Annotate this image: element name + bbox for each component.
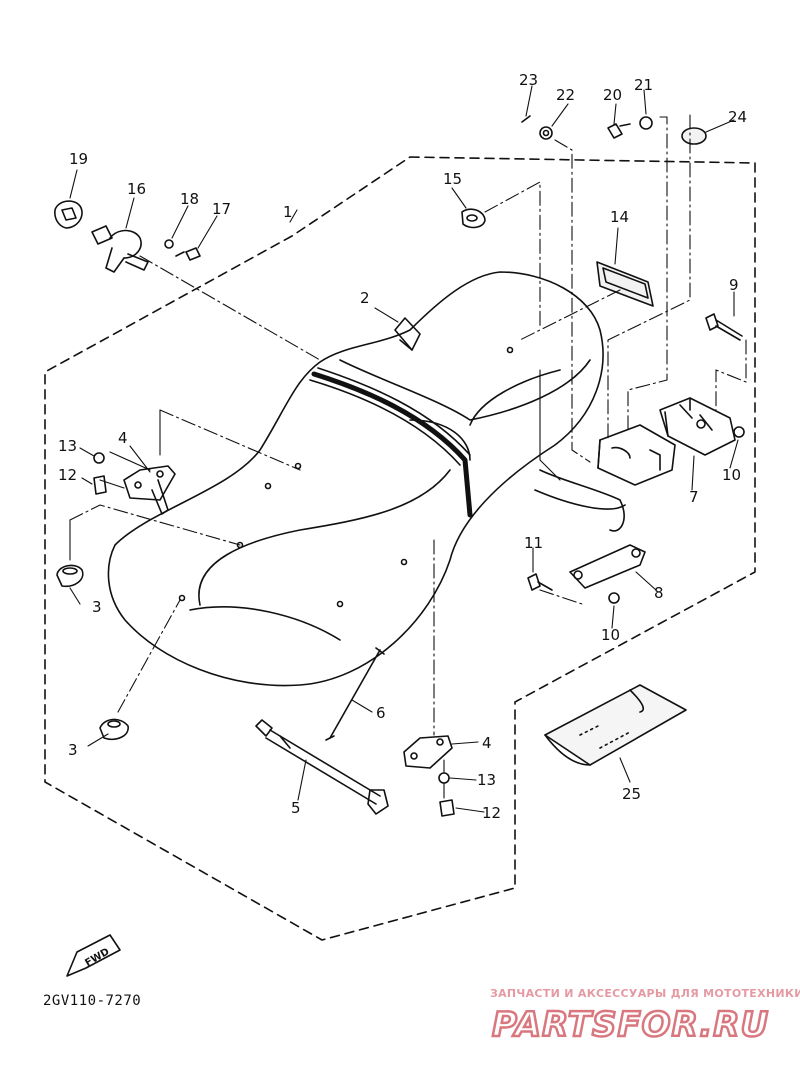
callout-7: 7 [689,488,699,506]
part-12-bolt-lower [439,799,455,817]
callout-5: 5 [291,799,301,817]
callout-22: 22 [556,86,575,104]
callout-24: 24 [728,108,747,126]
part-20-bolt [607,123,631,139]
callout-23: 23 [519,71,538,89]
watermark-logo: PARTSFOR.RU [492,1005,769,1045]
callout-3a: 3 [92,598,102,616]
callout-18: 18 [180,190,199,208]
callout-2: 2 [360,289,370,307]
part-2-clip [394,317,421,351]
part-15-grommet [461,208,486,229]
callout-20: 20 [603,86,622,104]
callout-9: 9 [729,276,739,294]
part-16-lock [91,225,149,273]
callout-12a: 12 [58,466,77,484]
forward-arrow-icon [66,934,121,977]
part-21-nut [639,116,653,130]
part-12-bolt-upper [93,475,107,495]
part-25-pouch [544,684,687,766]
callout-16: 16 [127,180,146,198]
reference-code: 2GV110-7270 [43,993,141,1009]
part-18-washer [164,239,174,249]
callout-8: 8 [654,584,664,602]
part-22-nut [539,126,553,140]
seat [107,271,626,687]
part-9-bolt [705,313,743,341]
callout-11: 11 [524,534,543,552]
callout-10a: 10 [722,466,741,484]
part-4-bracket-lower [403,735,453,769]
part-13-washer-lower [438,772,450,784]
callout-15: 15 [443,170,462,188]
watermark-tagline: ЗАПЧАСТИ И АКСЕССУАРЫ ДЛЯ МОТОТЕХНИКИ [490,987,800,1000]
part-3-damper-upper [56,564,84,588]
callout-3b: 3 [68,741,78,759]
part-8-link [569,544,646,589]
part-7-hinge [659,397,736,456]
part-10-nut-lower [608,592,620,604]
part-6-cable [325,647,385,741]
callout-13a: 13 [58,437,77,455]
part-4-bracket-upper [123,465,176,515]
rear-latch-block [597,424,676,486]
part-11-bolt [527,573,553,591]
callout-19: 19 [69,150,88,168]
assembly-boundary [44,156,756,941]
callout-4a: 4 [118,429,128,447]
part-3-damper-lower [99,718,129,741]
callout-17: 17 [212,200,231,218]
callout-12b: 12 [482,804,501,822]
callout-4b: 4 [482,734,492,752]
part-17-screw [175,247,201,261]
part-5-rod [255,719,389,815]
callout-14: 14 [610,208,629,226]
callout-6: 6 [376,704,386,722]
callout-21: 21 [634,76,653,94]
callout-1: 1 [283,203,293,221]
callout-10b: 10 [601,626,620,644]
part-24-cap [681,127,707,145]
part-19-lock-cap [54,200,83,229]
part-13-washer-upper [93,452,105,464]
part-10-nut-upper [733,426,745,438]
part-14-plate [596,261,654,307]
callout-13b: 13 [477,771,496,789]
part-23-pin [521,115,531,123]
callout-25: 25 [622,785,641,803]
